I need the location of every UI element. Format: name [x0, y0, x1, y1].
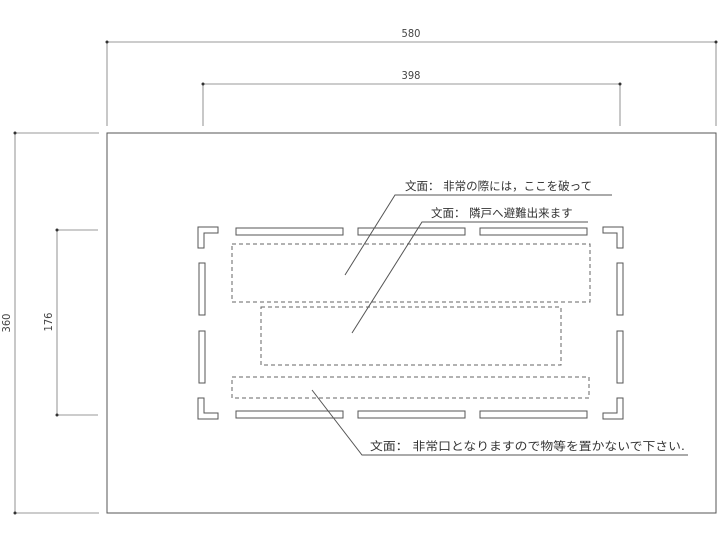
annotation-middle: 文面： 隣戸へ避難出来ます	[351, 206, 588, 334]
text-area-top	[231, 243, 591, 303]
dimension-label-176: 176	[42, 313, 55, 332]
dimension-label-580: 580	[402, 27, 421, 40]
vertical-slots	[198, 262, 624, 384]
text-area-bottom	[231, 376, 590, 399]
annotation-bottom: 文面： 非常口となりますので物等を置かないで下さい.	[311, 389, 688, 456]
annotation-top-text: 文面： 非常の際には，ここを破って	[405, 179, 592, 193]
dimension-label-360: 360	[0, 314, 13, 333]
dimension-inner-width: 398	[201, 69, 622, 126]
horizontal-slots	[235, 227, 588, 419]
dimension-overall-width: 580	[105, 27, 718, 126]
text-area-middle	[260, 306, 562, 366]
dimension-label-398: 398	[402, 69, 421, 82]
panel-outline	[106, 132, 717, 514]
dimension-overall-height: 360	[0, 131, 99, 515]
dimension-inner-height: 176	[42, 228, 98, 417]
annotation-top: 文面： 非常の際には，ここを破って	[344, 179, 612, 276]
corner-brackets	[197, 226, 624, 420]
annotation-bottom-text: 文面： 非常口となりますので物等を置かないで下さい.	[370, 439, 685, 453]
annotation-middle-text: 文面： 隣戸へ避難出来ます	[431, 206, 573, 220]
